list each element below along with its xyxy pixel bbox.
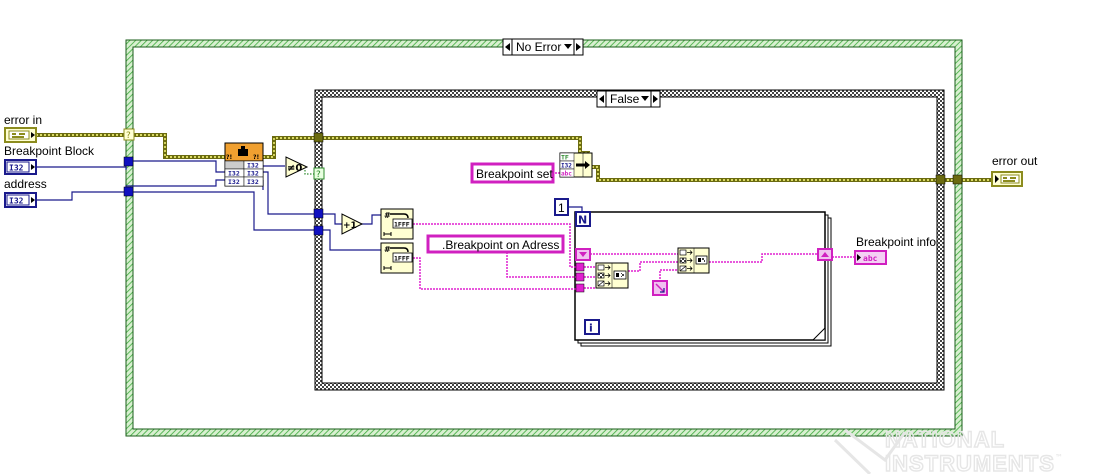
- svg-text:abc: abc: [863, 254, 878, 263]
- svg-text:I32: I32: [228, 178, 240, 186]
- tunnel-int[interactable]: [123, 156, 134, 167]
- svg-text:I32: I32: [247, 178, 259, 186]
- svg-text:≠0: ≠0: [287, 163, 302, 174]
- case-selector-terminal[interactable]: ?: [313, 167, 325, 180]
- arrow-icon: [995, 175, 999, 183]
- breakpoint-info-label: Breakpoint info: [856, 235, 936, 249]
- format-value-node[interactable]: TF I32 abc: [559, 152, 593, 178]
- tunnel-int[interactable]: [313, 208, 324, 219]
- error-out-label: error out: [992, 154, 1038, 168]
- svg-text:™: ™: [1055, 453, 1063, 462]
- svg-text:1FFF: 1FFF: [394, 221, 410, 229]
- svg-text:1FFF: 1FFF: [394, 255, 410, 263]
- tunnel-error[interactable]: [313, 132, 324, 143]
- tunnel-error[interactable]: [935, 174, 946, 185]
- outer-case-selector-label: No Error: [516, 40, 561, 54]
- decrement-arrow-icon[interactable]: [599, 95, 604, 103]
- outer-case-tunnels: ?: [123, 128, 963, 197]
- loop-count-constant[interactable]: 1: [554, 198, 569, 216]
- increment-arrow-icon[interactable]: [653, 95, 658, 103]
- error-in-label: error in: [4, 113, 42, 127]
- loop-tunnel-string[interactable]: [575, 272, 585, 282]
- breakpoint-info-indicator[interactable]: abc: [854, 250, 887, 265]
- loop-count-terminal[interactable]: N: [575, 211, 591, 227]
- shift-register-right[interactable]: [817, 248, 833, 261]
- down-arrow-icon: [579, 252, 587, 257]
- inner-case-tunnels: ?: [313, 132, 946, 236]
- end-of-line-constant[interactable]: [652, 280, 668, 296]
- dropdown-icon[interactable]: [564, 44, 572, 49]
- error-out-indicator[interactable]: [991, 171, 1023, 187]
- loop-resize-corner-icon[interactable]: [811, 326, 826, 341]
- i32-type-label: I32: [9, 197, 24, 206]
- string-wires[interactable]: [413, 172, 855, 290]
- not-equal-zero-node[interactable]: ≠0: [285, 156, 309, 178]
- svg-text:I32: I32: [561, 163, 572, 170]
- svg-text:abc: abc: [561, 171, 572, 178]
- watermark-line1: NATIONAL: [885, 427, 1005, 452]
- svg-text:TF: TF: [561, 154, 569, 162]
- subvi-icon: [238, 146, 248, 156]
- tunnel-int[interactable]: [313, 225, 324, 236]
- arrow-icon: [857, 254, 861, 261]
- arrow-icon: [31, 197, 35, 203]
- loop-tunnel-string[interactable]: [575, 262, 585, 272]
- inner-case-selector-label: False: [610, 92, 640, 106]
- svg-text:+1: +1: [343, 221, 357, 231]
- svg-text:N: N: [578, 214, 587, 227]
- svg-text:?!: ?!: [226, 154, 232, 161]
- breakpoint-on-address-constant[interactable]: .Breakpoint on Adress: [426, 234, 565, 254]
- number-to-hex-node-1[interactable]: # 1FFF: [380, 208, 414, 240]
- i32-type-label: I32: [9, 164, 24, 173]
- number-to-hex-node-2[interactable]: # 1FFF: [380, 242, 414, 274]
- breakpoint-block-label: Breakpoint Block: [4, 144, 95, 158]
- svg-text:#: #: [384, 245, 391, 254]
- up-arrow-icon: [821, 252, 829, 257]
- shift-register-left[interactable]: [575, 248, 591, 261]
- svg-text:I32: I32: [247, 170, 259, 178]
- tunnel-error[interactable]: [952, 174, 963, 185]
- svg-text:I32: I32: [247, 162, 259, 170]
- breakpoint-block-control[interactable]: I32: [4, 159, 37, 175]
- svg-text:?: ?: [316, 170, 321, 180]
- decrement-arrow-icon[interactable]: [505, 43, 510, 51]
- address-label: address: [4, 177, 47, 191]
- integer-wires[interactable]: [36, 160, 583, 251]
- loop-tunnel-string[interactable]: [575, 283, 585, 293]
- arrow-icon: [31, 164, 35, 170]
- svg-text:?!: ?!: [253, 154, 259, 161]
- error-in-control[interactable]: [4, 127, 37, 143]
- case-selector-terminal[interactable]: ?: [123, 128, 135, 141]
- address-control[interactable]: I32: [4, 192, 37, 208]
- inner-case-selector[interactable]: False: [596, 90, 661, 108]
- dropdown-icon[interactable]: [641, 96, 649, 101]
- svg-text:#: #: [384, 211, 391, 220]
- svg-text:1: 1: [558, 201, 565, 215]
- increment-node[interactable]: +1: [341, 213, 364, 235]
- svg-text:I32: I32: [228, 170, 240, 178]
- arrow-icon: [31, 132, 35, 138]
- tunnel-int[interactable]: [123, 186, 134, 197]
- increment-arrow-icon[interactable]: [576, 43, 581, 51]
- outer-case-selector[interactable]: No Error: [502, 38, 584, 56]
- loop-iteration-terminal[interactable]: i: [584, 319, 600, 335]
- svg-text:i: i: [589, 322, 593, 335]
- concatenate-strings-node-2[interactable]: [677, 247, 710, 274]
- national-instruments-watermark: NATIONAL INSTRUMENTS ™: [833, 426, 1063, 474]
- svg-text:?: ?: [126, 131, 131, 141]
- concatenate-strings-node-1[interactable]: [595, 262, 629, 289]
- breakpoint-set-constant[interactable]: Breakpoint set: [470, 162, 555, 184]
- svg-text:.Breakpoint on Adress: .Breakpoint on Adress: [442, 238, 559, 252]
- breakpoint-subvi[interactable]: ?! ?! I32 I32 I32 I32 I32: [224, 142, 264, 187]
- svg-text:Breakpoint set: Breakpoint set: [476, 167, 553, 181]
- watermark-line2: INSTRUMENTS: [885, 451, 1055, 474]
